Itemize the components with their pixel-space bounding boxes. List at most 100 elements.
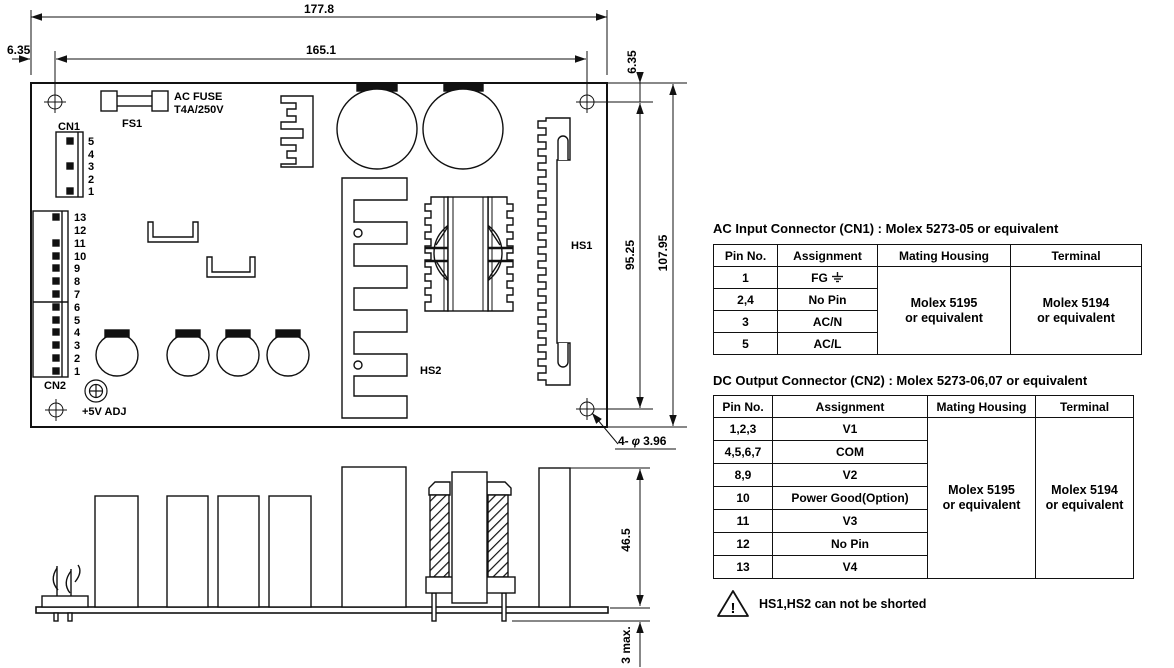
dc-assign-12: No Pin bbox=[772, 532, 928, 556]
mounting-hole-bottom-left bbox=[45, 399, 67, 421]
cn1-pin-1: 1 bbox=[88, 186, 94, 198]
dc-assign-11: V3 bbox=[772, 509, 928, 533]
transformer-top-view bbox=[424, 196, 514, 312]
ac-connector-table: Pin No. Assignment Mating Housing Termin… bbox=[713, 244, 1142, 355]
ac-col-terminal: Terminal bbox=[1010, 244, 1142, 267]
cn2-pin-11: 11 bbox=[74, 238, 86, 250]
u-bracket-1 bbox=[147, 221, 199, 243]
capacitor-large-1 bbox=[336, 83, 418, 170]
pcb-drawing: 177.8 165.1 6.35 6.35 95.25 107.95 4-φ3.… bbox=[7, 2, 687, 667]
dim-height-overall: 107.95 bbox=[656, 234, 670, 271]
side-input-connector bbox=[41, 564, 89, 622]
ac-col-pin: Pin No. bbox=[713, 244, 778, 267]
cn2-pin-10: 10 bbox=[74, 251, 86, 263]
ac-col-mating-housing: Mating Housing bbox=[877, 244, 1011, 267]
warning-text: HS1,HS2 can not be shorted bbox=[759, 597, 927, 611]
warning-note: ! HS1,HS2 can not be shorted bbox=[716, 589, 926, 619]
ac-col-assignment: Assignment bbox=[777, 244, 878, 267]
dc-pin-89: 8,9 bbox=[713, 463, 773, 487]
svg-text:!: ! bbox=[731, 600, 736, 617]
side-component-2 bbox=[166, 495, 209, 608]
cn2-label: CN2 bbox=[44, 380, 66, 392]
dc-assign-123: V1 bbox=[772, 417, 928, 441]
dim-edge-left: 6.35 bbox=[7, 43, 31, 57]
dc-col-terminal: Terminal bbox=[1035, 395, 1134, 418]
ac-pin-24: 2,4 bbox=[713, 288, 778, 311]
cn2-pin-7: 7 bbox=[74, 289, 80, 301]
pcb-board-side-view bbox=[35, 606, 609, 614]
cn2-pin-8: 8 bbox=[74, 276, 80, 288]
cn1-pin-2: 2 bbox=[88, 174, 94, 186]
dim-width-overall: 177.8 bbox=[304, 2, 334, 16]
dc-assign-4567: COM bbox=[772, 440, 928, 464]
table-row: 12 No Pin bbox=[713, 532, 1134, 556]
mounting-hole-top-right bbox=[576, 91, 598, 113]
potentiometer-5v-adj bbox=[84, 379, 108, 403]
dc-assign-13: V4 bbox=[772, 555, 928, 579]
cn1-pin-4: 4 bbox=[88, 149, 95, 161]
dim-pin-max: 3 max. bbox=[619, 626, 633, 663]
adj-label: +5V ADJ bbox=[82, 406, 127, 418]
ac-pin-1: 1 bbox=[713, 266, 778, 289]
dc-pin-10: 10 bbox=[713, 486, 773, 510]
heatsink-hs2 bbox=[341, 177, 408, 419]
dim-edge-right: 6.35 bbox=[625, 50, 639, 74]
dim-hole-span: 95.25 bbox=[623, 240, 637, 270]
side-heatsink-hs2 bbox=[341, 466, 407, 608]
cn2-pin-9: 9 bbox=[74, 263, 80, 275]
ac-pin-3: 3 bbox=[713, 310, 778, 333]
cn1-pin-3: 3 bbox=[88, 161, 94, 173]
fuse-fs1 bbox=[100, 90, 169, 112]
ac-pin-5: 5 bbox=[713, 332, 778, 355]
cn2-pin-12: 12 bbox=[74, 225, 86, 237]
cn2-connector bbox=[32, 210, 69, 378]
dc-col-pin: Pin No. bbox=[713, 395, 773, 418]
hs2-label: HS2 bbox=[420, 365, 441, 377]
dc-connector-table: Pin No. Assignment Mating Housing Termin… bbox=[713, 395, 1134, 579]
side-heatsink-hs1 bbox=[538, 467, 571, 608]
table-row: 13 V4 bbox=[713, 555, 1134, 579]
cn2-pin-3: 3 bbox=[74, 340, 80, 352]
hs1-slot-bottom bbox=[557, 343, 569, 368]
hs2-notch-1 bbox=[353, 228, 363, 238]
dc-table-title: DC Output Connector (CN2) : Molex 5273-0… bbox=[713, 373, 1088, 388]
ac-assign-5: AC/L bbox=[777, 332, 878, 355]
ac-assign-24: No Pin bbox=[777, 288, 878, 311]
ac-assign-3: AC/N bbox=[777, 310, 878, 333]
dc-assign-10: Power Good(Option) bbox=[772, 486, 928, 510]
fuse-ref-label: FS1 bbox=[122, 118, 142, 130]
cn1-connector bbox=[55, 131, 84, 198]
ac-table-title: AC Input Connector (CN1) : Molex 5273-05… bbox=[713, 221, 1059, 236]
dim-width-inner: 165.1 bbox=[306, 43, 336, 57]
hs1-slot-top bbox=[557, 135, 569, 160]
dc-pin-12: 12 bbox=[713, 532, 773, 556]
dc-col-mating-housing: Mating Housing bbox=[927, 395, 1036, 418]
ground-icon bbox=[831, 271, 843, 282]
dc-pin-4567: 4,5,6,7 bbox=[713, 440, 773, 464]
capacitor-small-row bbox=[95, 329, 310, 377]
cn2-pin-13: 13 bbox=[74, 212, 86, 224]
hs1-label: HS1 bbox=[571, 240, 592, 252]
cn1-pin-5: 5 bbox=[88, 136, 94, 148]
table-row: 4,5,6,7 COM bbox=[713, 440, 1134, 464]
cn2-pin-2: 2 bbox=[74, 353, 80, 365]
table-row: 2,4 No Pin bbox=[713, 288, 1142, 311]
table-row: 5 AC/L bbox=[713, 332, 1142, 355]
side-view bbox=[35, 466, 650, 667]
capacitor-large-2 bbox=[422, 83, 504, 170]
dc-pin-13: 13 bbox=[713, 555, 773, 579]
dc-pin-123: 1,2,3 bbox=[713, 417, 773, 441]
table-row: 3 AC/N bbox=[713, 310, 1142, 333]
dc-pin-11: 11 bbox=[713, 509, 773, 533]
side-component-3 bbox=[217, 495, 260, 608]
dc-col-assignment: Assignment bbox=[772, 395, 928, 418]
dim-side-height: 46.5 bbox=[619, 528, 633, 552]
small-heatsink bbox=[280, 95, 314, 168]
cn2-pin-6: 6 bbox=[74, 302, 80, 314]
side-transformer bbox=[425, 471, 516, 622]
